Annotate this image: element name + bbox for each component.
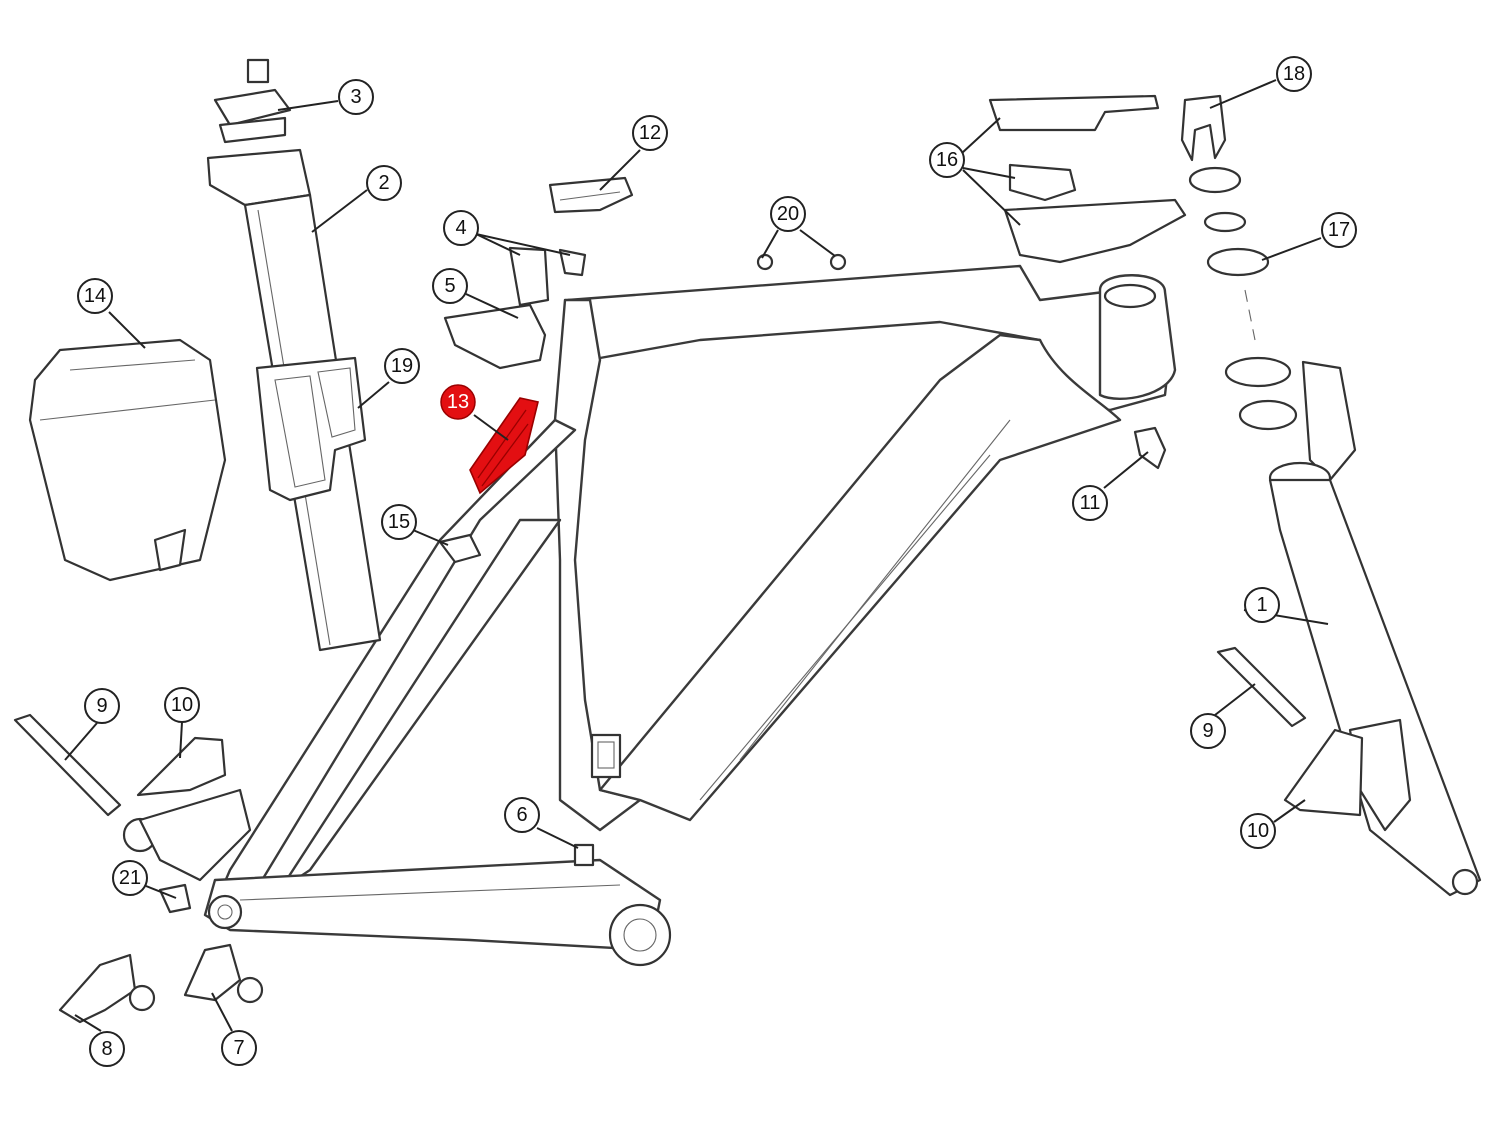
callout-5: 5 [432, 268, 468, 304]
svg-text:5: 5 [444, 275, 455, 297]
svg-text:6: 6 [516, 804, 527, 826]
svg-text:15: 15 [388, 511, 410, 533]
svg-text:9: 9 [1202, 720, 1213, 742]
part-top-cap [548, 176, 634, 214]
callout-12: 12 [632, 115, 668, 151]
svg-text:10: 10 [1247, 820, 1269, 842]
callout-19: 19 [384, 348, 420, 384]
callout-9-rear: 9 [84, 688, 120, 724]
svg-text:8: 8 [101, 1038, 112, 1060]
callout-10-front: 10 [1240, 813, 1276, 849]
part-compression-ring [1180, 94, 1227, 162]
callout-14: 14 [77, 278, 113, 314]
part-cable-guide [508, 246, 587, 307]
part-hanger-alt [183, 943, 242, 1002]
callout-20: 20 [770, 196, 806, 232]
chain-stays [203, 858, 662, 952]
callout-2: 2 [366, 165, 402, 201]
callout-6: 6 [504, 797, 540, 833]
part-headset-bearings [1188, 166, 1298, 431]
callout-7: 7 [221, 1030, 257, 1066]
svg-text:3: 3 [350, 86, 361, 108]
svg-text:4: 4 [455, 217, 466, 239]
svg-text:9: 9 [96, 695, 107, 717]
main-frame [122, 264, 1177, 967]
callout-8: 8 [89, 1031, 125, 1067]
bottom-bracket [608, 903, 672, 967]
callout-15: 15 [381, 504, 417, 540]
svg-text:7: 7 [233, 1037, 244, 1059]
svg-text:21: 21 [119, 867, 141, 889]
part-derailleur-hanger [58, 953, 137, 1024]
svg-text:11: 11 [1080, 492, 1101, 514]
callout-9-front: 9 [1190, 713, 1226, 749]
callout-11: 11 [1072, 485, 1108, 521]
svg-text:1: 1 [1256, 594, 1267, 616]
svg-text:19: 19 [391, 355, 413, 377]
svg-text:12: 12 [639, 122, 661, 144]
svg-text:20: 20 [777, 203, 799, 225]
svg-text:13: 13 [447, 391, 469, 413]
svg-text:17: 17 [1328, 219, 1350, 241]
callout-13-highlighted: 13 [440, 384, 476, 420]
part-fork [1268, 360, 1482, 897]
part-highlighted-cover [469, 397, 539, 495]
callout-17: 17 [1321, 212, 1357, 248]
part-stem-cover [988, 94, 1187, 264]
svg-text:14: 14 [84, 285, 106, 307]
down-tube [598, 333, 1122, 822]
callout-16: 16 [929, 142, 965, 178]
part-storage-box [28, 338, 227, 582]
callout-18: 18 [1276, 56, 1312, 92]
part-cover [443, 303, 547, 370]
part-axle-covers [136, 728, 1364, 817]
callout-10-rear: 10 [164, 687, 200, 723]
callout-21: 21 [112, 860, 148, 896]
part-plug [438, 533, 482, 564]
part-seatpost-wedge [255, 356, 367, 502]
svg-text:10: 10 [171, 694, 193, 716]
svg-text:16: 16 [936, 149, 958, 171]
part-thru-axles [13, 646, 1307, 817]
leader-lines [64, 79, 1329, 1032]
callout-4: 4 [443, 210, 479, 246]
svg-text:2: 2 [378, 172, 389, 194]
part-clip [1133, 426, 1167, 470]
callout-3: 3 [338, 79, 374, 115]
part-bolts [756, 253, 847, 271]
svg-text:18: 18 [1283, 63, 1305, 85]
part-seat-clamp [213, 58, 292, 144]
callouts: 1 2 3 4 5 6 7 8 9 9 10 10 11 12 13 14 15… [77, 56, 1357, 1067]
callout-1: 1 [1244, 587, 1280, 623]
